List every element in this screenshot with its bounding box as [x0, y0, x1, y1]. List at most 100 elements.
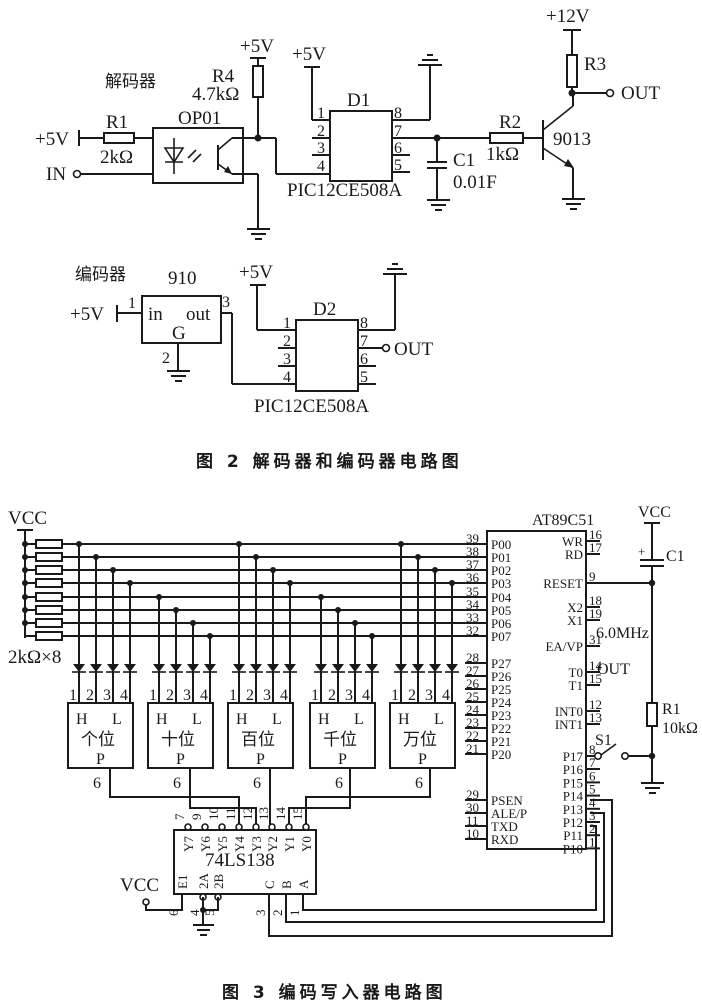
mcu-pin-label: RESET [543, 576, 583, 591]
decoder-output-label: Y4 [232, 836, 247, 852]
diode-icon [204, 664, 216, 672]
diode-icon [284, 664, 296, 672]
mcu-pin-label: P02 [491, 563, 511, 578]
regulator-in-label: in [148, 304, 163, 325]
mcu-pin-number: 22 [466, 728, 479, 743]
mcu-pin-label: P00 [491, 537, 511, 552]
digit-input-pin: 4 [120, 687, 128, 704]
crystal-label: 6.0MHz [596, 625, 649, 642]
decoder-output-pin [184, 823, 192, 831]
digit-input-pin: 4 [280, 687, 288, 704]
mcu-pin-label: P03 [491, 576, 511, 591]
decoder-output-label: Y5 [215, 836, 230, 852]
d1-supply: +5V [292, 44, 326, 65]
digit-p-label: P [176, 751, 185, 768]
d1-part: PIC12CE508A [287, 180, 402, 201]
digit-p-pin: 6 [93, 775, 101, 792]
decoder-output-label: Y0 [299, 836, 314, 852]
mcu-pin-label: P10 [563, 841, 583, 856]
pin-number: 1 [317, 105, 325, 122]
digit-box [389, 702, 456, 769]
in-label: IN [46, 164, 66, 185]
diode-icon [395, 664, 407, 672]
mcu-pin-label: P11 [563, 828, 583, 843]
junction [253, 554, 259, 560]
mcu-pin-label: T0 [569, 665, 583, 680]
cap-plus-sign: + [638, 544, 645, 559]
decoder-input-num: 1 [287, 910, 302, 917]
reset-vcc-label: VCC [638, 504, 671, 521]
ground-icon [383, 263, 407, 275]
digit-input-pin: 1 [149, 687, 157, 704]
in-terminal[interactable] [72, 169, 82, 179]
supply12-label: +12V [546, 6, 590, 27]
r1-name: R1 [106, 112, 128, 133]
digit-l-label: L [192, 711, 202, 728]
pullup-resistor [35, 578, 63, 588]
mcu-pin-label: P26 [491, 669, 512, 684]
decoder-output-pin [252, 823, 260, 831]
pin-number: 2 [283, 333, 291, 350]
pin-number: 3 [222, 294, 230, 311]
diode-icon [124, 664, 136, 672]
decoder-output-num: 7 [172, 813, 187, 820]
decoder-input-label: E1 [175, 875, 190, 889]
diode-icon [107, 664, 119, 672]
pin-number: 6 [360, 351, 368, 368]
digit-input-pin: 1 [311, 687, 319, 704]
junction [236, 541, 242, 547]
mcu-pin-number: 8 [589, 742, 596, 757]
decoder-out-label: OUT [621, 83, 660, 104]
r4-name: R4 [212, 66, 235, 87]
junction [398, 541, 404, 547]
encoder-out-terminal[interactable] [381, 343, 391, 353]
mcu-pin-label: WR [562, 534, 583, 549]
fig2-caption: 图 2 解码器和编码器电路图 [196, 451, 463, 472]
digit-out-wire [109, 768, 240, 826]
p10-to-a-wire [302, 825, 597, 911]
decoder-output-num: 13 [256, 807, 271, 820]
digit-p-pin: 6 [173, 775, 181, 792]
s1-switch[interactable] [593, 743, 652, 760]
decoder-output-num: 14 [273, 807, 288, 821]
out-terminal[interactable] [605, 88, 615, 98]
p12-to-c-wire [268, 799, 613, 937]
digit-h-label: H [236, 711, 248, 728]
mcu-pin-number: 29 [466, 787, 479, 802]
pin-number: 2 [317, 123, 325, 140]
junction [207, 633, 213, 639]
digit-input-pin: 4 [442, 687, 450, 704]
decoder-output-label: Y3 [249, 836, 264, 852]
mcu-pin-number: 26 [466, 676, 480, 691]
decoder-output-label: Y6 [198, 836, 213, 852]
d2-chip [295, 319, 359, 392]
transistor-label: 9013 [553, 129, 591, 150]
digit-name: 百位 [241, 730, 275, 750]
diode-icon [90, 664, 102, 672]
digit-p-label: P [418, 751, 427, 768]
decoder-output-label: Y7 [181, 836, 196, 852]
decoder-output-pin [218, 823, 226, 831]
digit-h-label: H [398, 711, 410, 728]
r2-resistor [489, 132, 524, 144]
mcu-pin-number: 37 [466, 557, 480, 572]
mcu-pin-label: P15 [563, 775, 583, 790]
reset-r1-value: 10kΩ [662, 720, 698, 737]
diode-icon [349, 664, 361, 672]
decoder-output-label: Y2 [265, 836, 280, 852]
decoder-output-pin [302, 823, 310, 831]
junction [352, 620, 358, 626]
diode-icon [187, 664, 199, 672]
decoder-input-label: 2B [211, 874, 226, 890]
regulator-box [141, 295, 222, 344]
digit-input-pin: 3 [103, 687, 111, 704]
regulator-out-label: out [186, 304, 211, 325]
mcu-pin-number: 28 [466, 650, 479, 665]
pin-number: 4 [317, 158, 325, 175]
digit-box [309, 702, 376, 769]
digit-box [147, 702, 214, 769]
diode-icon [170, 664, 182, 672]
mcu-pin-number: 16 [589, 527, 603, 542]
